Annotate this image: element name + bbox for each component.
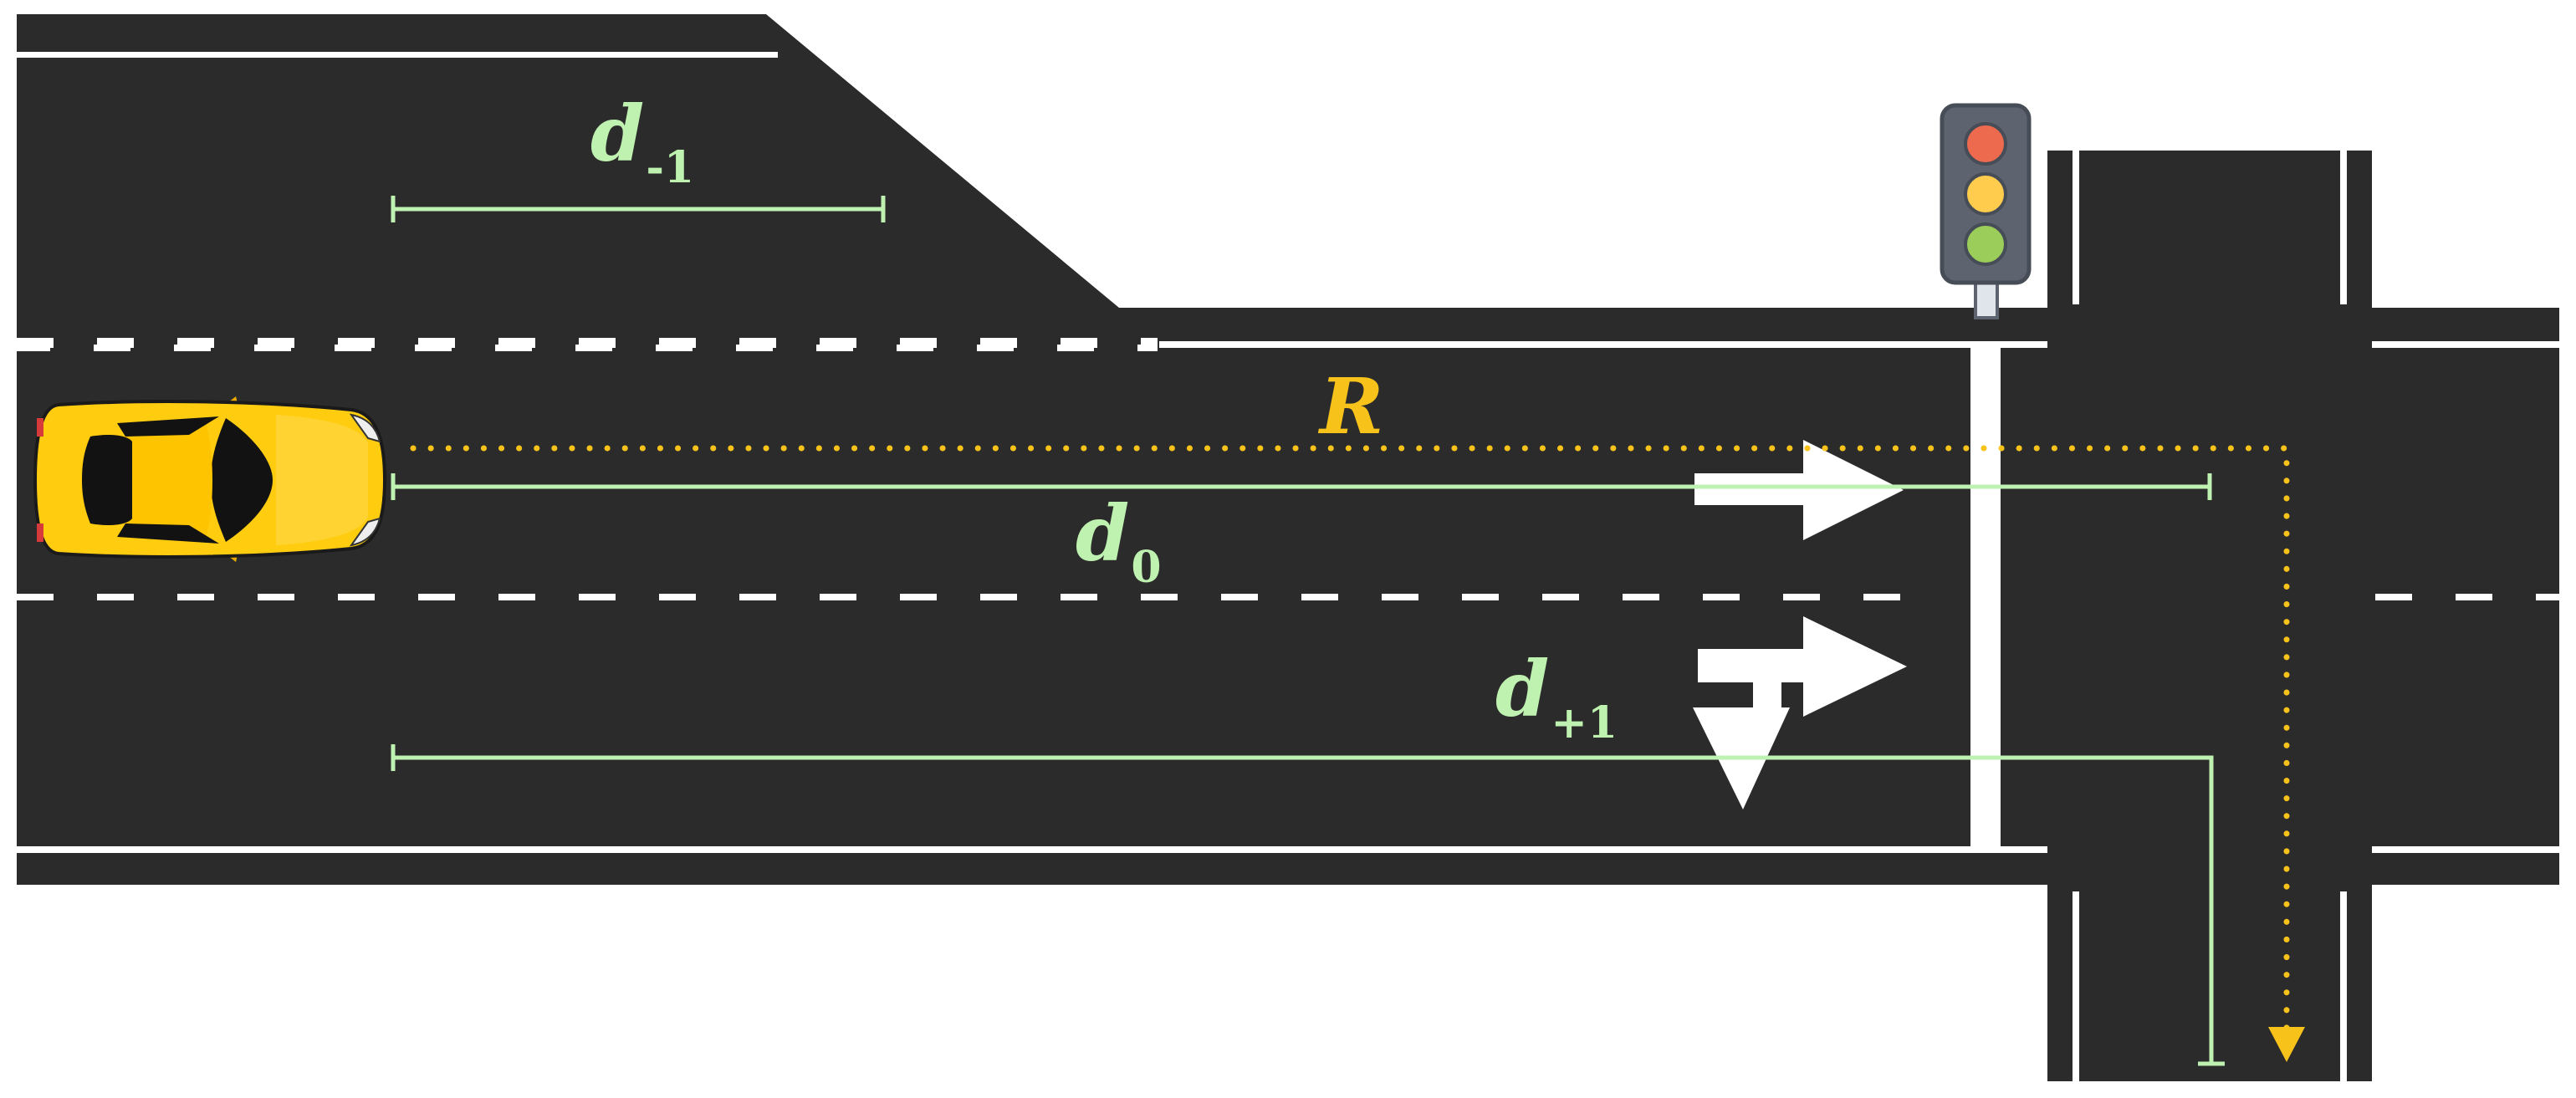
stop-line <box>1970 348 2001 848</box>
label-d-0-sub: 0 <box>1131 542 1161 593</box>
label-d-plus-1-main: d <box>1495 644 1549 734</box>
yellow-light <box>1964 172 2007 216</box>
cross-road-upper <box>2047 151 2372 318</box>
cross-line-lower-left <box>2073 891 2079 1081</box>
labels: d-1 d0 d+1 R <box>590 89 1618 748</box>
car-headlight-bottom <box>349 517 381 547</box>
edge-line-upper-right-a <box>1159 341 2047 348</box>
car-rear-window <box>82 435 132 525</box>
car-headlight-top <box>349 413 381 443</box>
label-d-plus-1: d+1 <box>1495 644 1618 748</box>
measurements <box>391 196 2225 1066</box>
car-taillight-bottom <box>37 523 43 542</box>
label-d-0: d0 <box>1076 488 1162 593</box>
car-hood <box>276 415 368 545</box>
road-markings <box>13 52 2559 1081</box>
label-d-0-main: d <box>1076 488 1129 579</box>
car-icon <box>33 396 387 562</box>
car-taillight-top <box>37 418 43 437</box>
label-d-minus-1-sub: -1 <box>646 142 694 193</box>
traffic-light-icon <box>1940 103 2032 319</box>
label-route: R <box>1317 361 1383 452</box>
main-road <box>17 308 2559 885</box>
label-d-minus-1: d-1 <box>590 89 694 193</box>
edge-line-bottom-b <box>2372 846 2559 853</box>
route-path <box>410 445 2305 1062</box>
traffic-light-pole <box>1974 278 1999 319</box>
edge-line-upper-right-b <box>2372 341 2559 348</box>
cross-line-upper-left <box>2073 151 2079 304</box>
red-light <box>1964 122 2007 166</box>
measure-d-minus-1 <box>391 196 886 222</box>
label-d-plus-1-sub: +1 <box>1551 697 1618 748</box>
straight-arrow-icon <box>1694 440 1904 540</box>
green-light <box>1964 222 2007 266</box>
label-d-minus-1-main: d <box>590 89 644 179</box>
route-arrowhead <box>2268 1027 2305 1062</box>
car-window-top <box>117 416 219 437</box>
car-windshield <box>211 418 273 542</box>
measure-d-0 <box>391 473 2212 500</box>
car-window-bottom <box>117 523 219 544</box>
merge-lane-area <box>17 14 1119 348</box>
cross-line-upper-right <box>2340 151 2347 304</box>
route-line <box>410 445 2290 1034</box>
road-surface <box>17 14 2559 1081</box>
car-roof <box>125 421 212 539</box>
edge-line-bottom-a <box>17 846 2047 853</box>
edge-line-top <box>17 52 778 58</box>
measure-d-plus-1 <box>391 744 2225 1066</box>
cross-line-lower-right <box>2340 891 2347 1081</box>
